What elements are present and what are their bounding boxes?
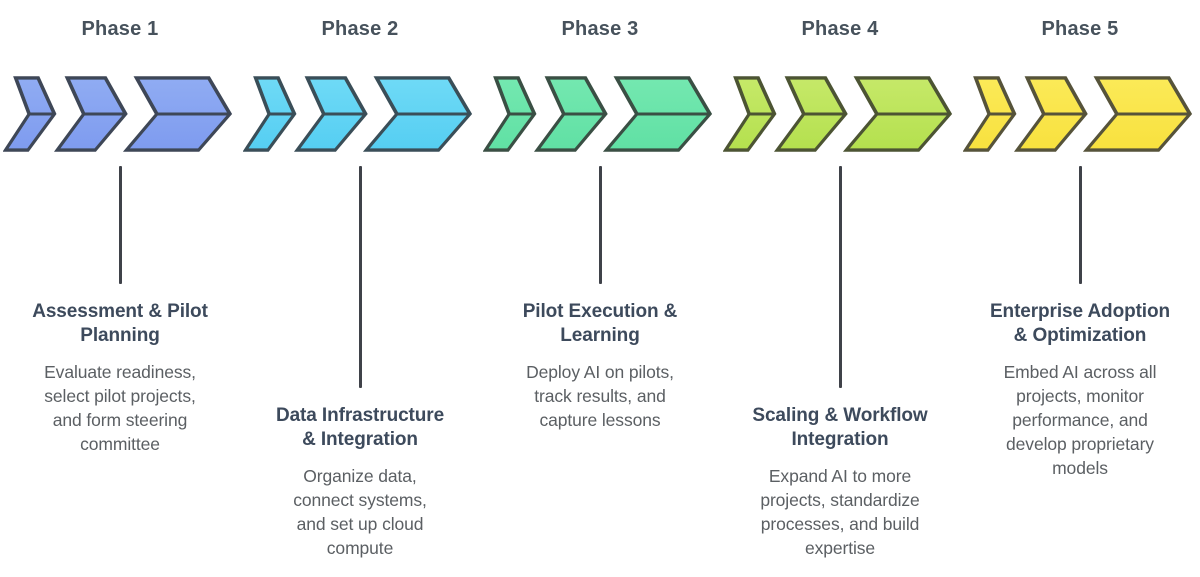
phase-label: Phase 2: [321, 18, 399, 40]
connector-line: [1078, 166, 1082, 284]
phase-column-1: Phase 1 Assessment & Pilot Planning Eval…: [0, 0, 240, 577]
connector-line: [358, 166, 362, 388]
chevron-arrows-icon: [723, 76, 953, 152]
connector-line: [118, 166, 122, 284]
connector-line: [598, 166, 602, 284]
phase-label: Phase 3: [561, 18, 639, 40]
phase-title: Data Infrastructure & Integration: [275, 405, 445, 450]
phase-description: Embed AI across all projects, monitor pe…: [1003, 361, 1157, 479]
phase-column-5: Phase 5 Enterprise Adoption & Optimizati…: [960, 0, 1200, 577]
phase-description: Evaluate readiness, select pilot project…: [44, 361, 196, 455]
phase-label: Phase 4: [801, 18, 879, 40]
phase-column-4: Phase 4 Scaling & Workflow Integration E…: [720, 0, 960, 577]
phase-label: Phase 5: [1041, 18, 1119, 40]
chevron-arrows-icon: [3, 76, 233, 152]
phase-description: Organize data, connect systems, and set …: [293, 465, 427, 559]
chevron-arrows-icon: [963, 76, 1193, 152]
phase-title: Assessment & Pilot Planning: [32, 301, 208, 346]
phase-column-2: Phase 2 Data Infrastructure & Integratio…: [240, 0, 480, 577]
chevron-arrows-icon: [483, 76, 713, 152]
phase-description: Expand AI to more projects, standardize …: [760, 465, 920, 559]
phase-title: Pilot Execution & Learning: [522, 301, 678, 346]
phase-title: Enterprise Adoption & Optimization: [989, 301, 1170, 346]
chevron-arrows-icon: [243, 76, 473, 152]
phase-column-3: Phase 3 Pilot Execution & Learning Deplo…: [480, 0, 720, 577]
phase-title: Scaling & Workflow Integration: [752, 405, 928, 450]
connector-line: [838, 166, 842, 388]
phase-label: Phase 1: [81, 18, 159, 40]
phase-description: Deploy AI on pilots, track results, and …: [526, 361, 674, 431]
